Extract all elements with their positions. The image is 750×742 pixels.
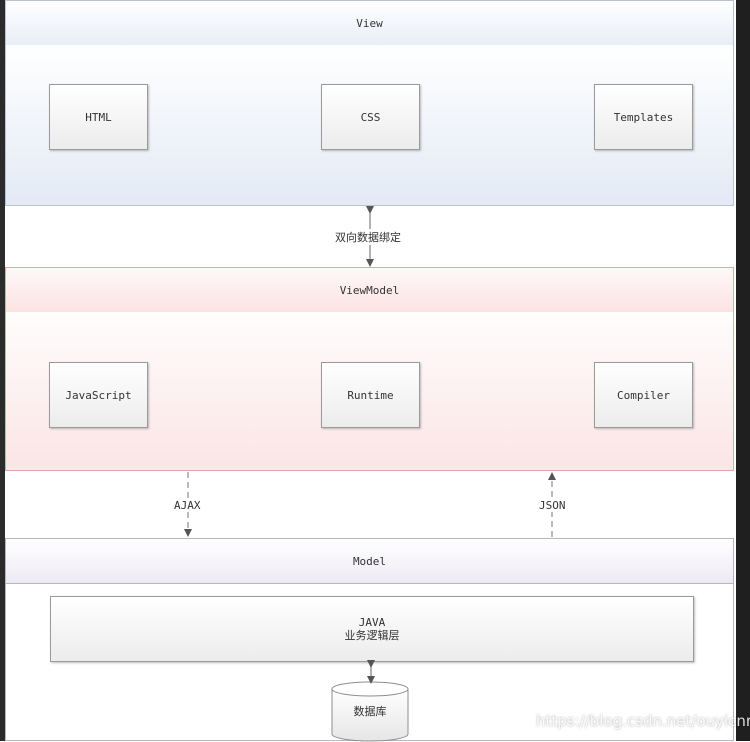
- viewmodel-layer-body: JavaScript Runtime Compiler: [6, 312, 733, 470]
- logic-line-java: JAVA: [358, 616, 386, 629]
- business-logic-box: JAVA 业务逻辑层: [50, 596, 694, 662]
- logic-line-business-layer: 业务逻辑层: [344, 629, 400, 642]
- model-layer: Model JAVA 业务逻辑层 数据库: [5, 538, 734, 742]
- binding-label: 双向数据绑定: [333, 229, 403, 245]
- ajax-label: AJAX: [172, 499, 203, 512]
- watermark-url: https://blog.csdn.net/ouyicnm: [536, 712, 750, 730]
- database-icon: [331, 681, 409, 742]
- runtime-box: Runtime: [321, 362, 420, 428]
- json-label: JSON: [537, 499, 568, 512]
- viewmodel-layer: ViewModel JavaScript Runtime Compiler: [5, 267, 734, 471]
- view-layer-body: HTML CSS Templates: [6, 45, 733, 205]
- compiler-box: Compiler: [594, 362, 693, 428]
- html-box: HTML: [49, 84, 148, 150]
- view-layer: View HTML CSS Templates: [5, 0, 734, 206]
- left-frame-edge: [0, 0, 5, 741]
- viewmodel-layer-title: ViewModel: [6, 268, 733, 313]
- model-layer-title: Model: [6, 539, 733, 584]
- templates-box: Templates: [594, 84, 693, 150]
- javascript-box: JavaScript: [49, 362, 148, 428]
- database-label: 数据库: [353, 705, 387, 718]
- css-box: CSS: [321, 84, 420, 150]
- right-frame-edge: [736, 0, 750, 741]
- view-layer-title: View: [6, 1, 733, 46]
